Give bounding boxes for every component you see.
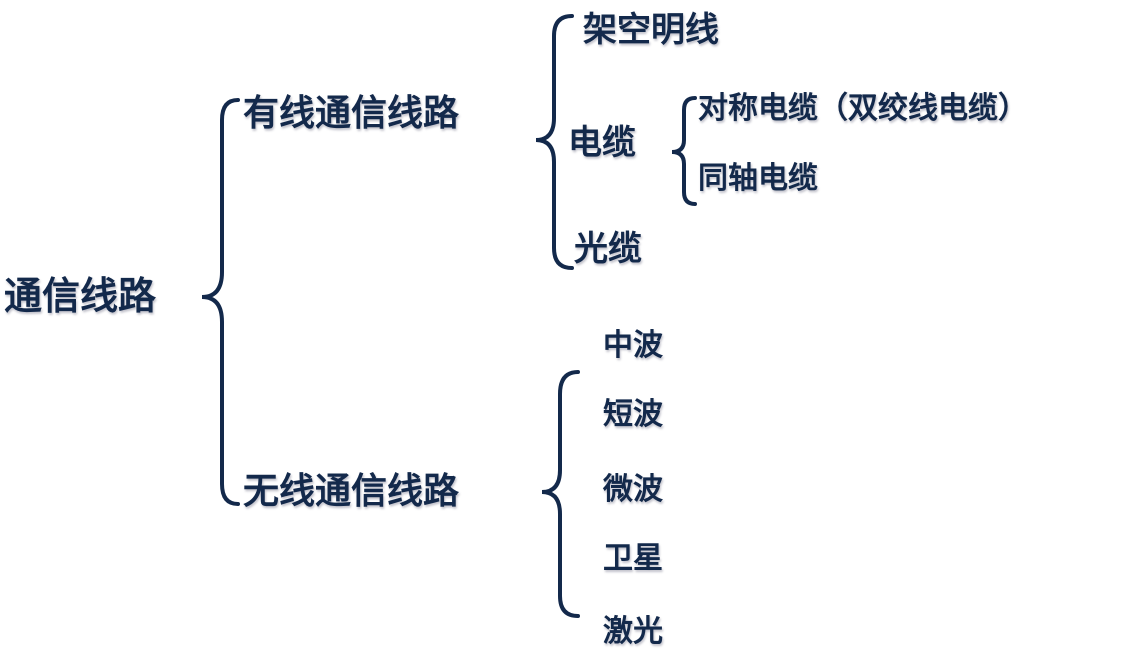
symmetric-cable-label: 对称电缆（双绞线电缆） [698, 91, 1028, 126]
brace-cable [671, 96, 697, 206]
brace-root [201, 98, 240, 506]
wireless-item: 激光 [603, 614, 663, 649]
fiber-cable-label: 光缆 [574, 229, 642, 269]
wireless-item: 微波 [603, 472, 663, 507]
wireless-label: 无线通信线路 [243, 471, 460, 512]
wireless-item: 短波 [603, 397, 663, 432]
brace-wireless [541, 370, 580, 618]
cable-label: 电缆 [568, 123, 636, 163]
brace-wired [535, 14, 574, 270]
overhead-line-label: 架空明线 [583, 10, 719, 50]
coaxial-cable-label: 同轴电缆 [698, 161, 818, 196]
root-label: 通信线路 [4, 274, 157, 318]
wireless-item: 卫星 [603, 541, 663, 576]
wireless-item: 中波 [603, 328, 663, 363]
wired-label: 有线通信线路 [243, 93, 460, 134]
